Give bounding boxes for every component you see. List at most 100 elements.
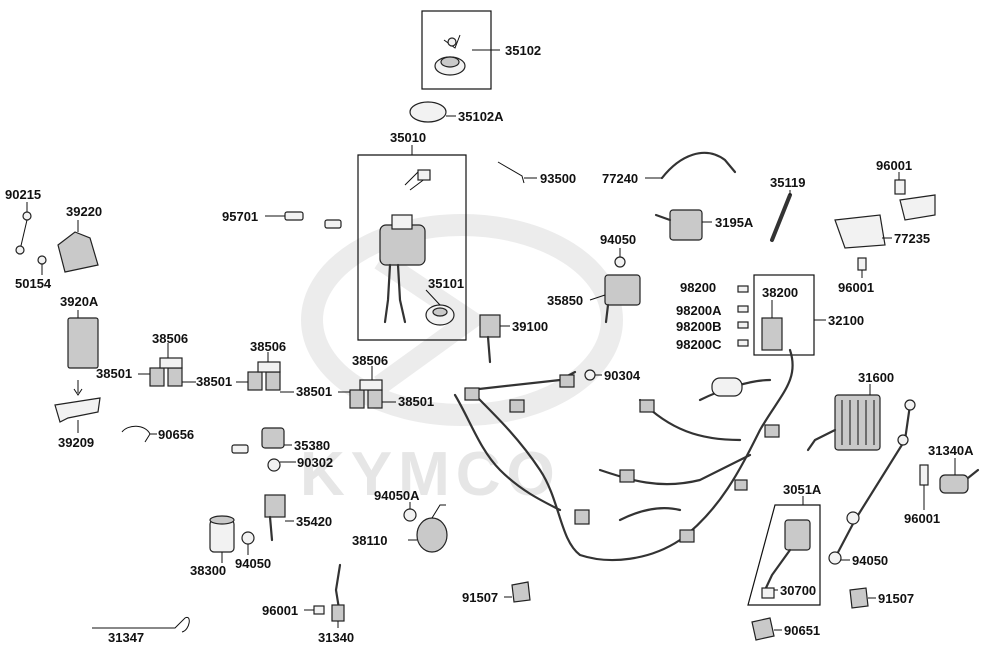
part-96001d-drawing	[313, 605, 325, 615]
label-38200: 38200	[762, 285, 798, 300]
label-31600: 31600	[858, 370, 894, 385]
part-31347-drawing	[92, 616, 190, 633]
part-38200-drawing	[761, 317, 783, 351]
part-35850-drawing	[604, 274, 641, 324]
arrow-3920A	[73, 380, 83, 396]
box-32100	[753, 274, 815, 356]
label-38506-3: 38506	[352, 353, 388, 368]
box-3051A	[747, 504, 821, 606]
part-35010-drawing	[379, 169, 455, 326]
part-95701-drawing	[284, 211, 342, 229]
label-38501-4: 38501	[398, 394, 434, 409]
part-91507b-drawing	[849, 587, 869, 609]
watermark-text: KYMCO	[300, 440, 561, 509]
part-31340-drawing	[331, 563, 345, 622]
label-50154: 50154	[15, 276, 52, 291]
label-35101: 35101	[428, 276, 464, 291]
part-90304-drawing	[584, 369, 596, 381]
part-98200-fuses-drawing	[737, 285, 749, 347]
part-35102A-drawing	[409, 101, 447, 123]
part-38110-drawing	[416, 504, 448, 553]
part-90215-drawing	[15, 211, 47, 265]
part-cable-94050-drawing	[828, 399, 916, 565]
label-35420: 35420	[296, 514, 332, 529]
part-3920A-drawing	[67, 317, 99, 369]
label-31340: 31340	[318, 630, 354, 645]
label-98200A: 98200A	[676, 303, 722, 318]
part-39220-drawing	[57, 231, 99, 273]
label-30700: 30700	[780, 583, 816, 598]
leader-lines	[26, 49, 956, 631]
label-93500: 93500	[540, 171, 576, 186]
label-35102: 35102	[505, 43, 541, 58]
label-96001-lower: 96001	[904, 511, 940, 526]
label-98200C: 98200C	[676, 337, 722, 352]
label-32100: 32100	[828, 313, 864, 328]
part-relays-drawing	[149, 357, 383, 409]
label-35010: 35010	[390, 130, 426, 145]
label-3195A: 3195A	[715, 215, 754, 230]
part-35380-drawing	[261, 427, 285, 449]
label-77240: 77240	[602, 171, 638, 186]
label-98200B: 98200B	[676, 319, 722, 334]
label-98200: 98200	[680, 280, 716, 295]
label-31347: 31347	[108, 630, 144, 645]
part-94050a-drawing	[614, 256, 626, 268]
label-39220: 39220	[66, 204, 102, 219]
part-94050A-drawing	[403, 508, 417, 522]
label-96001-bottom: 96001	[262, 603, 298, 618]
part-35119-drawing	[770, 193, 792, 242]
label-3051A: 3051A	[783, 482, 822, 497]
label-35850: 35850	[547, 293, 583, 308]
label-96001-top: 96001	[876, 158, 912, 173]
part-3051A-drawing	[761, 519, 811, 599]
wiring-harness-drawing	[453, 348, 794, 562]
label-39209: 39209	[58, 435, 94, 450]
box-35010	[357, 154, 467, 341]
label-95701: 95701	[222, 209, 258, 224]
part-96001c-drawing	[919, 464, 929, 486]
label-91507-left: 91507	[462, 590, 498, 605]
part-31600-drawing	[806, 394, 881, 452]
part-96001b-drawing	[857, 257, 867, 271]
label-38501-2: 38501	[196, 374, 232, 389]
label-90302: 90302	[297, 455, 333, 470]
kymco-watermark: KYMCO	[300, 214, 623, 509]
label-38501-3: 38501	[296, 384, 332, 399]
part-90651-drawing	[751, 617, 775, 641]
part-77240-drawing	[660, 151, 737, 180]
label-35380: 35380	[294, 438, 330, 453]
label-90215: 90215	[5, 187, 41, 202]
part-35102-drawing	[434, 34, 466, 76]
label-38506-2: 38506	[250, 339, 286, 354]
part-90302-drawing	[267, 458, 281, 472]
label-3920A: 3920A	[60, 294, 99, 309]
part-35420-drawing	[264, 494, 286, 542]
part-95701b-drawing	[231, 444, 249, 454]
label-38110: 38110	[352, 533, 387, 548]
part-39209-drawing	[54, 397, 101, 423]
part-31340A-drawing	[939, 468, 980, 494]
label-90651: 90651	[784, 623, 820, 638]
part-94050b-drawing	[241, 531, 255, 545]
label-96001-right: 96001	[838, 280, 874, 295]
part-93500-drawing	[497, 161, 525, 184]
label-38501-1: 38501	[96, 366, 132, 381]
label-77235: 77235	[894, 231, 930, 246]
label-35102A: 35102A	[458, 109, 504, 124]
label-38300: 38300	[190, 563, 226, 578]
label-35119: 35119	[770, 175, 805, 190]
label-94050-left: 94050	[235, 556, 271, 571]
label-38506-1: 38506	[152, 331, 188, 346]
part-90656-drawing	[121, 425, 151, 443]
label-94050-right: 94050	[852, 553, 888, 568]
label-90656: 90656	[158, 427, 194, 442]
part-39100-drawing	[479, 314, 501, 364]
part-91507a-drawing	[511, 581, 531, 603]
label-94050A: 94050A	[374, 488, 420, 503]
label-94050-relay: 94050	[600, 232, 636, 247]
part-3195A-drawing	[654, 209, 703, 241]
label-31340A: 31340A	[928, 443, 974, 458]
label-91507-right: 91507	[878, 591, 914, 606]
